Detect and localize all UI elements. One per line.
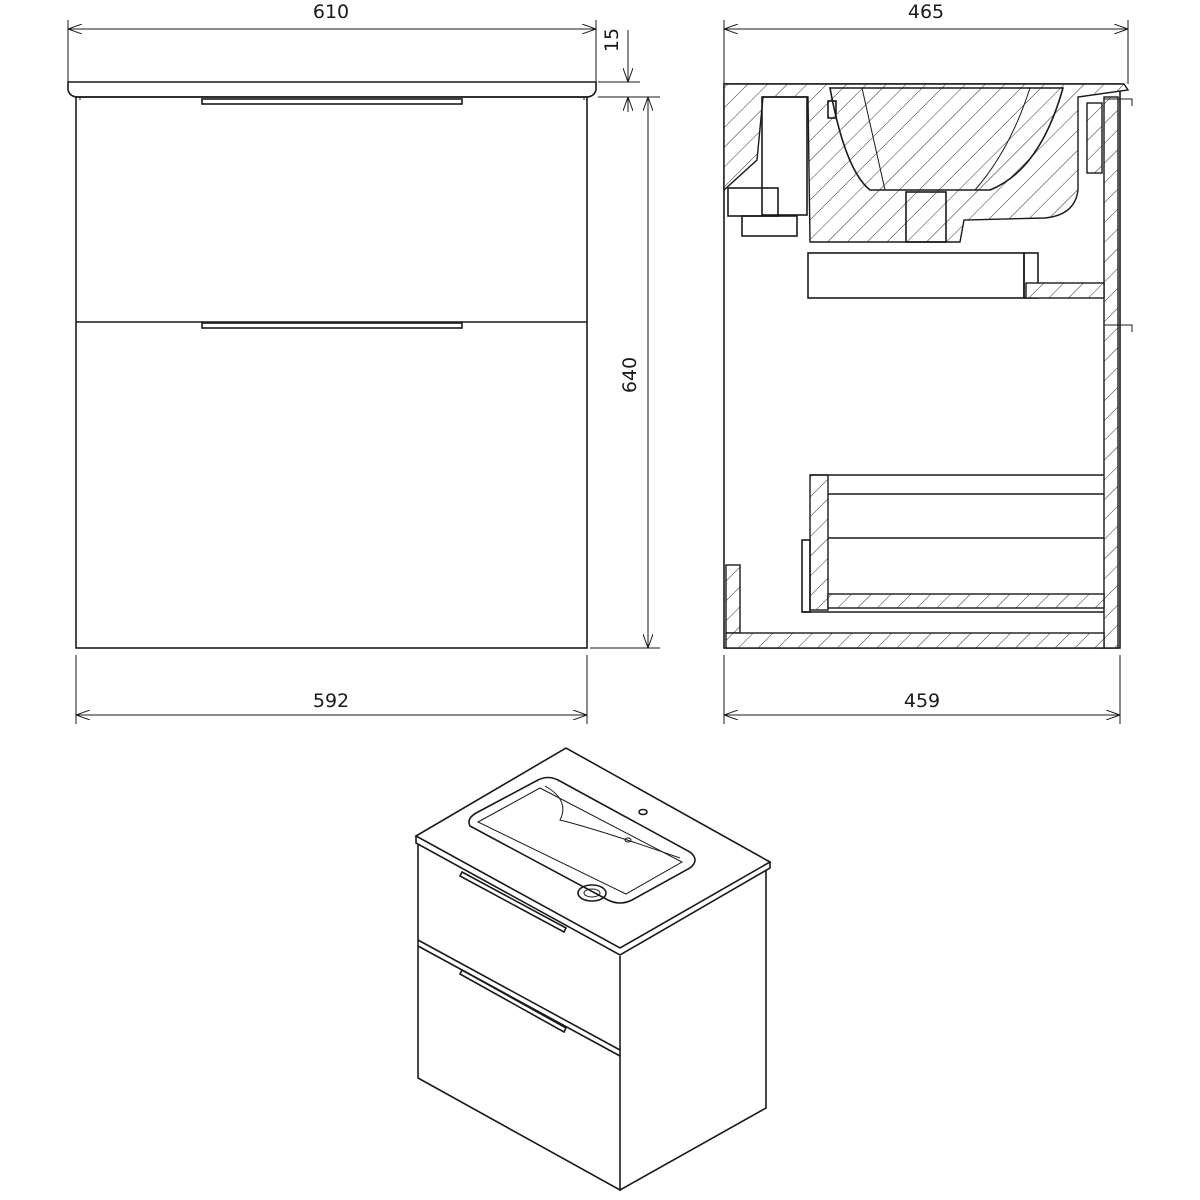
dimension-label-592: 592	[313, 690, 349, 712]
iso-basin	[468, 776, 696, 904]
iso-side-face	[619, 870, 767, 1191]
isometric-view	[414, 747, 772, 1192]
iso-drain	[577, 884, 607, 902]
siphon-box	[807, 252, 1025, 299]
drain	[905, 191, 947, 243]
dimension-label-610: 610	[313, 1, 349, 23]
iso-tap-hole	[638, 808, 648, 816]
basin-section	[723, 83, 1130, 243]
back-panel	[1103, 96, 1119, 649]
drawer-side	[809, 474, 829, 611]
dimension-610: 610	[67, 1, 597, 82]
dimension-459: 459	[723, 655, 1121, 724]
dimension-592: 592	[75, 655, 588, 724]
iso-handle-top	[458, 870, 568, 934]
dimension-label-15: 15	[601, 28, 623, 52]
dimension-465: 465	[723, 1, 1129, 84]
dimension-640: 640	[590, 97, 660, 649]
cabinet-body	[75, 96, 588, 649]
iso-overflow	[624, 837, 632, 843]
bottom-panel	[725, 632, 1105, 649]
front-view	[67, 81, 597, 649]
dimension-label-640: 640	[619, 357, 641, 393]
iso-handle-bottom	[458, 968, 568, 1034]
bottom-drawer-handle	[201, 322, 463, 329]
iso-front-face	[417, 844, 621, 1192]
dimension-label-459: 459	[904, 690, 940, 712]
countertop	[67, 81, 597, 98]
side-section	[723, 83, 1133, 649]
iso-countertop	[414, 747, 772, 949]
basin-bowl	[829, 87, 1065, 191]
top-drawer-handle	[201, 98, 463, 105]
dimension-15: 15	[598, 28, 660, 112]
dimension-label-465: 465	[908, 1, 944, 23]
